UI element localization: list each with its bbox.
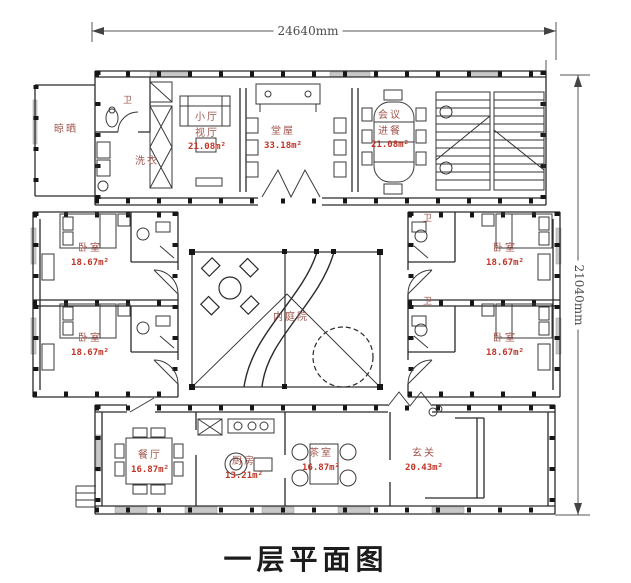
room-area: 21.08m²	[371, 140, 409, 150]
page-title: 一层平面图	[223, 543, 389, 576]
dimension-right-label: 21040mm	[572, 260, 586, 330]
columns-group	[33, 71, 560, 514]
room-label-small-hall: 小厅 视厅 21.08m²	[188, 110, 226, 155]
room-name: 茶室	[309, 448, 333, 459]
room-label-bedroom-nw: 卧室 18.67m²	[71, 241, 109, 270]
dimension-arrows	[92, 27, 582, 515]
room-label-bedroom-se: 卧室 18.67m²	[486, 331, 524, 360]
furniture-group	[41, 81, 553, 508]
room-name: 洗衣	[135, 156, 159, 167]
room-name: 卧室	[493, 333, 517, 344]
room-label-bath-ne: 卫	[423, 213, 433, 227]
room-name: 堂屋	[271, 126, 295, 137]
room-name: 内庭院	[273, 312, 309, 323]
room-name-2: 视厅	[195, 127, 219, 139]
room-area: 18.67m²	[486, 257, 524, 268]
room-label-bedroom-sw: 卧室 18.67m²	[71, 331, 109, 360]
stairs-group	[435, 91, 545, 191]
room-area: 18.67m²	[71, 257, 109, 268]
room-area: 18.67m²	[486, 347, 524, 358]
room-name: 卫	[422, 214, 434, 224]
room-label-bedroom-ne: 卧室 18.67m²	[486, 241, 524, 270]
room-area: 13.21m²	[225, 470, 263, 481]
courtyard-group	[189, 249, 383, 390]
room-name: 卧室	[78, 333, 102, 344]
room-label-laundry: 洗衣	[135, 154, 159, 170]
room-name: 卧室	[78, 243, 102, 254]
room-label-kitchen: 厨房 13.21m²	[225, 454, 263, 483]
courtyard-corner-piers	[189, 249, 383, 390]
tree-symbol	[312, 326, 374, 388]
room-name: 卧室	[493, 243, 517, 254]
room-name-2: 进餐	[378, 125, 402, 137]
room-label-courtyard: 内庭院	[273, 310, 309, 326]
room-name: 会议	[378, 110, 402, 121]
room-name: 卫	[122, 96, 134, 106]
room-area: 20.43m²	[405, 462, 443, 473]
room-name: 玄关	[412, 448, 436, 459]
room-area: 16.87m²	[131, 464, 169, 475]
room-label-bath-top: 卫	[123, 95, 133, 109]
room-label-tea: 茶室 16.87m²	[302, 446, 340, 475]
room-name: 卫	[422, 297, 434, 307]
doors-group	[117, 111, 433, 413]
room-area: 21.08m²	[188, 142, 226, 152]
room-area: 18.67m²	[71, 347, 109, 358]
walls-group	[32, 70, 561, 515]
room-label-dining: 餐厅 16.87m²	[131, 448, 169, 477]
room-name: 厨房	[232, 456, 256, 467]
room-label-foyer: 玄关 20.43m²	[405, 446, 443, 475]
room-name: 餐厅	[138, 450, 162, 461]
garden-chairs	[199, 256, 260, 316]
room-name: 小厅	[195, 112, 219, 123]
dimension-top-label: 24640mm	[273, 24, 343, 38]
room-label-bath-se: 卫	[423, 296, 433, 310]
garden-table	[218, 276, 242, 300]
room-area: 33.18m²	[264, 140, 302, 151]
room-area: 16.87m²	[302, 462, 340, 473]
room-name: 晾晒	[54, 124, 78, 135]
room-label-main-hall: 堂屋 33.18m²	[264, 124, 302, 153]
room-label-meeting: 会议 进餐 21.08m²	[371, 108, 409, 153]
room-label-drying: 晾晒	[54, 122, 78, 138]
